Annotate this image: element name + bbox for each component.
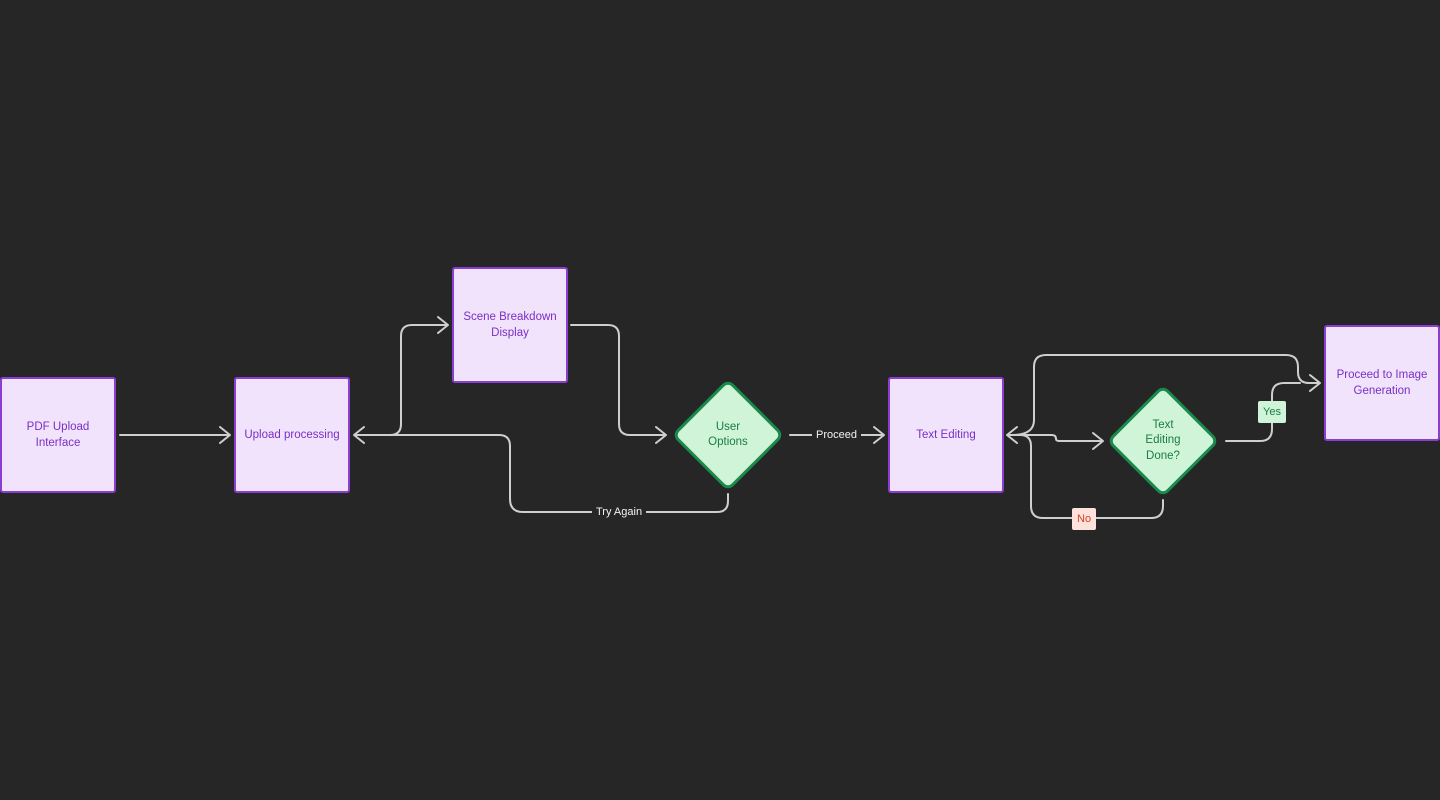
arrowhead-text-editing <box>873 426 885 444</box>
arrowhead-upload <box>219 426 231 444</box>
node-label: Proceed to Image Generation <box>1336 369 1428 397</box>
arrowhead-try-again <box>353 426 365 444</box>
node-label: Upload processing <box>244 429 340 441</box>
edge-label-try-again[interactable]: Try Again <box>592 505 647 519</box>
node-scene-breakdown-display[interactable]: Scene Breakdown Display <box>452 267 568 383</box>
diamond-shape <box>1106 384 1220 498</box>
node-label: Text Editing <box>916 429 976 441</box>
edge-scene-to-options <box>570 324 665 436</box>
edge-text-to-image <box>1011 354 1319 436</box>
decision-user-options[interactable]: User Options <box>670 377 786 493</box>
diamond-shape <box>671 378 785 492</box>
node-upload-processing[interactable]: Upload processing <box>234 377 350 493</box>
arrowhead-options <box>655 426 667 444</box>
edge-label-no[interactable]: No <box>1072 508 1097 530</box>
arrowhead-done <box>1092 432 1104 450</box>
arrowhead-scene <box>437 316 449 334</box>
node-text-editing[interactable]: Text Editing <box>888 377 1004 493</box>
edge-label-yes[interactable]: Yes <box>1258 401 1286 423</box>
node-proceed-to-image-generation[interactable]: Proceed to Image Generation <box>1324 325 1440 441</box>
edge-no <box>1008 434 1164 519</box>
edge-try-again <box>355 434 729 513</box>
arrowhead-image <box>1309 374 1321 392</box>
node-pdf-upload-interface[interactable]: PDF Upload Interface <box>0 377 116 493</box>
decision-text-editing-done[interactable]: Text Editing Done? <box>1105 383 1221 499</box>
node-label: Scene Breakdown Display <box>463 311 557 339</box>
edge-upload-to-scene <box>354 324 447 436</box>
edge-label-proceed[interactable]: Proceed <box>812 428 861 442</box>
node-label: PDF Upload Interface <box>26 421 90 449</box>
edge-text-to-done <box>1011 434 1102 442</box>
arrowhead-no <box>1006 426 1018 444</box>
